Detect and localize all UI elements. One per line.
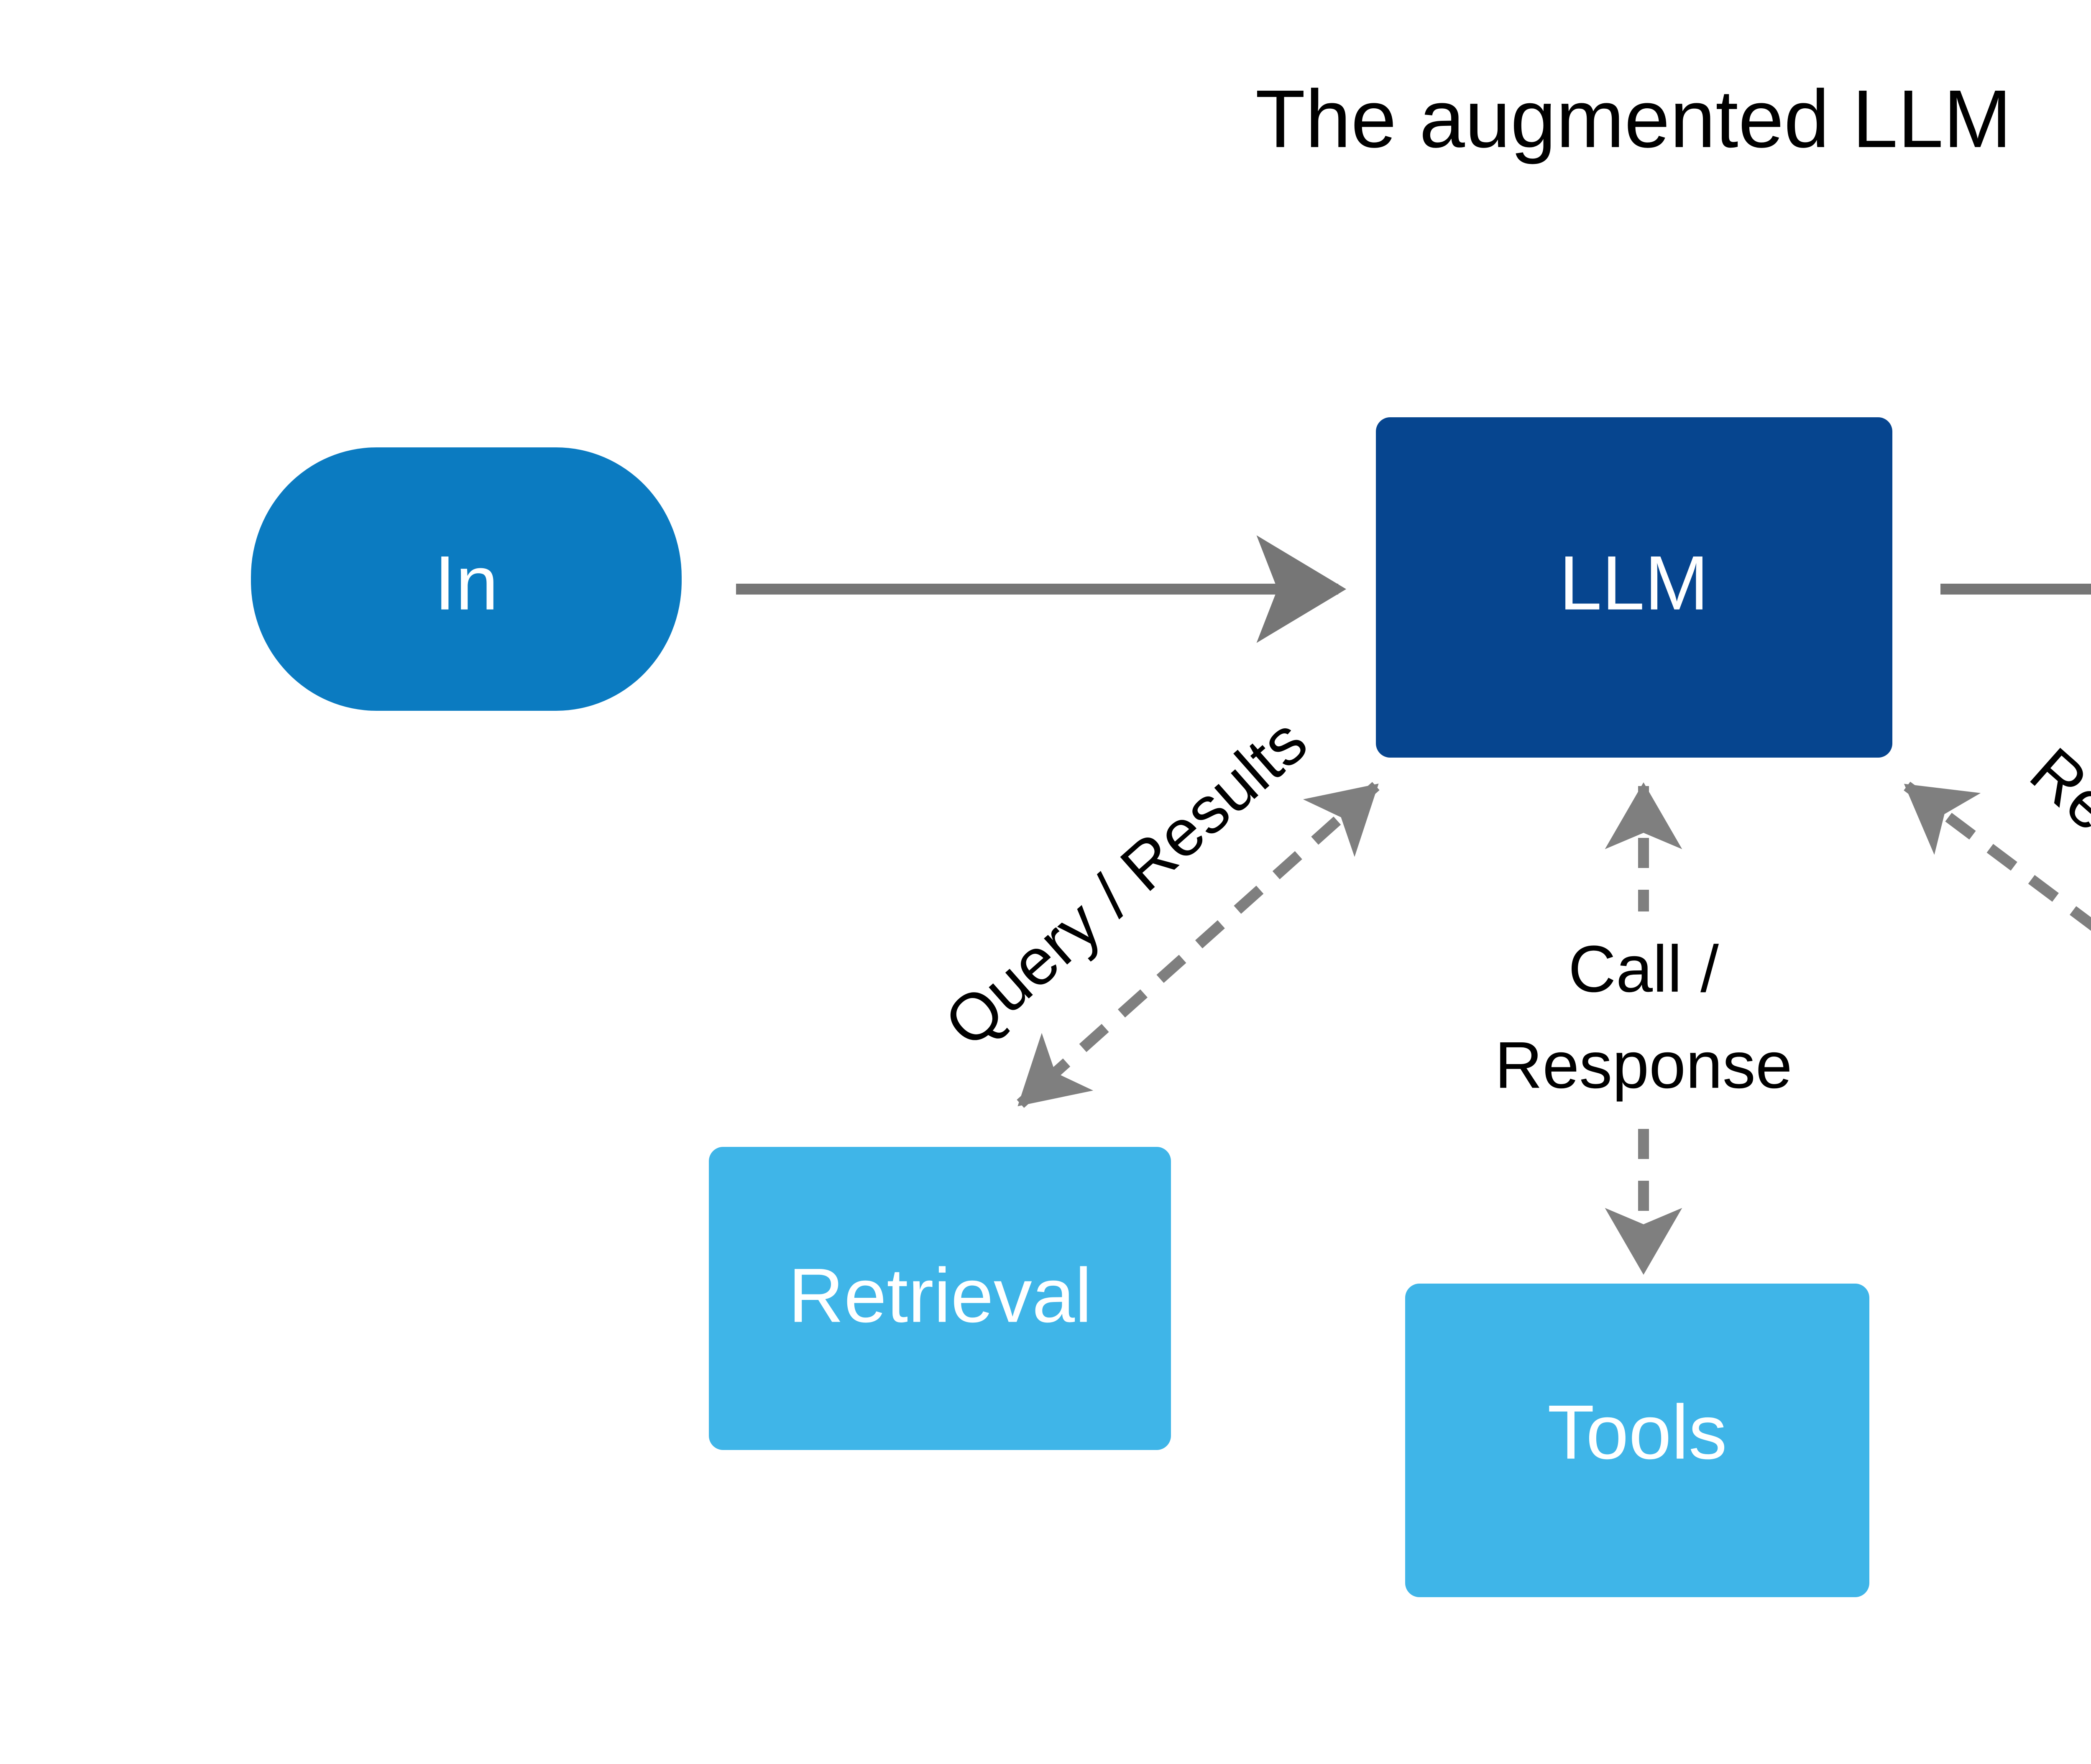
node-tools-shape[interactable] (1405, 1284, 1869, 1597)
node-input-shape[interactable] (251, 447, 682, 711)
edge-llm-memory: Read / Write (1904, 734, 2091, 1115)
edge-label-call: Call / (1568, 932, 1719, 1006)
node-input[interactable]: In (251, 447, 682, 711)
node-llm[interactable]: LLM (1376, 417, 1892, 758)
edge-label-response: Response (1495, 1029, 1792, 1102)
edge-label-read-write: Read / Write (2017, 734, 2091, 1031)
page-title: The augmented LLM (1255, 73, 2012, 165)
node-retrieval-label: Retrieval (788, 1252, 1092, 1338)
node-llm-label: LLM (1559, 540, 1709, 626)
node-tools-label: Tools (1547, 1389, 1727, 1475)
node-input-label: In (434, 540, 498, 626)
node-llm-shape[interactable] (1376, 417, 1892, 758)
edge-llm-memory-line (1904, 781, 2091, 1115)
edge-llm-retrieval: Query / Results (931, 704, 1380, 1108)
node-retrieval[interactable]: Retrieval (709, 1147, 1171, 1450)
node-tools[interactable]: Tools (1405, 1284, 1869, 1597)
node-retrieval-shape[interactable] (709, 1147, 1171, 1450)
edge-llm-tools: Call / Response (1495, 782, 1792, 1275)
edge-llm-retrieval-line (1017, 782, 1380, 1108)
